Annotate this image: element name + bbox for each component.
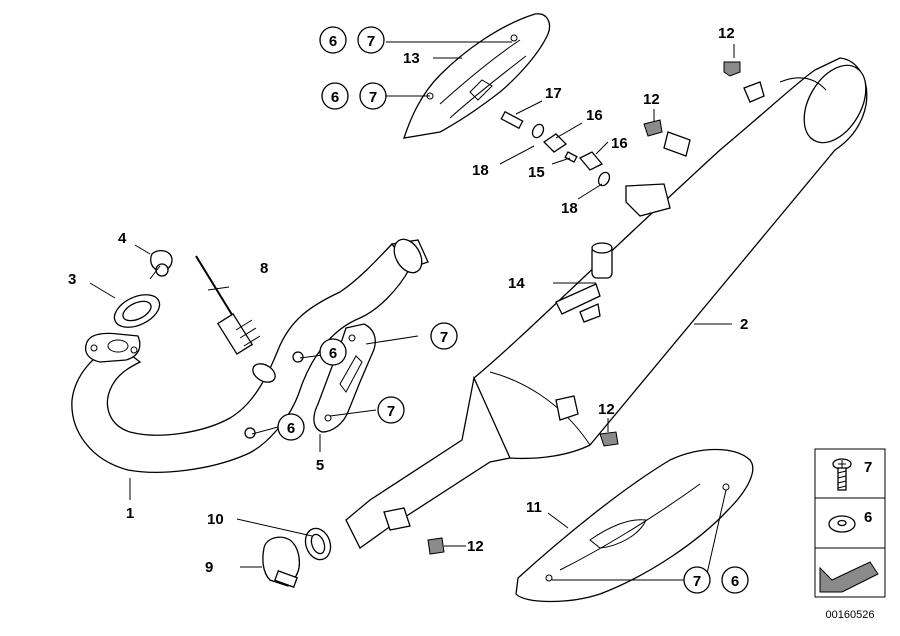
legend-screw-label: 7 — [864, 459, 872, 476]
callout-12a: 12 — [718, 25, 735, 42]
manifold-pipe — [71, 238, 429, 473]
gasket-and-nut — [113, 249, 173, 328]
callout-2: 2 — [740, 316, 748, 333]
callout-10: 10 — [207, 511, 224, 528]
callout-4: 4 — [118, 230, 127, 247]
svg-text:7: 7 — [693, 573, 701, 590]
svg-text:6: 6 — [287, 420, 295, 437]
circled-callout-7-bracket-bottom: 7 — [377, 396, 405, 424]
legend-washer-label: 6 — [864, 509, 872, 526]
svg-text:6: 6 — [329, 345, 337, 362]
lambda-sensor — [195, 255, 276, 383]
callout-17: 17 — [545, 85, 562, 102]
circled-callout-6-manifold: 6 — [277, 413, 305, 441]
callout-12c: 12 — [598, 401, 615, 418]
callout-15: 15 — [528, 164, 545, 181]
mounting-hardware — [500, 110, 611, 187]
callout-9: 9 — [205, 559, 213, 576]
svg-text:6: 6 — [329, 33, 337, 50]
bracket — [313, 323, 376, 433]
arrow-icon — [819, 561, 879, 593]
rubber-mount — [555, 242, 613, 323]
upper-heat-shield — [403, 13, 551, 139]
callout-12d: 12 — [467, 538, 484, 555]
callout-8: 8 — [260, 260, 268, 277]
clamp-and-seal — [262, 527, 332, 588]
leader-lines — [89, 41, 735, 581]
circled-callout-6-top: 6 — [319, 26, 347, 54]
callout-18a: 18 — [472, 162, 489, 179]
callout-13: 13 — [403, 50, 420, 67]
circled-callout-6-bracket: 6 — [319, 338, 347, 366]
callout-16a: 16 — [586, 107, 603, 124]
svg-text:7: 7 — [440, 329, 448, 346]
callout-1: 1 — [126, 505, 134, 522]
callout-18b: 18 — [561, 200, 578, 217]
callout-5: 5 — [316, 457, 324, 474]
lower-heat-shield — [515, 448, 754, 603]
svg-text:7: 7 — [367, 33, 375, 50]
callout-3: 3 — [68, 271, 76, 288]
svg-text:6: 6 — [331, 89, 339, 106]
svg-text:7: 7 — [387, 403, 395, 420]
document-number: 00160526 — [826, 609, 875, 621]
washer-icon — [828, 515, 856, 533]
rear-silencer — [345, 57, 868, 549]
callout-11: 11 — [526, 499, 542, 516]
circled-callout-6-mid: 6 — [321, 82, 349, 110]
svg-text:6: 6 — [731, 573, 739, 590]
screw-icon — [832, 458, 852, 491]
circled-callout-7-mid: 7 — [359, 82, 387, 110]
clips — [427, 61, 741, 555]
callout-16b: 16 — [611, 135, 628, 152]
circled-callout-7-shield: 7 — [683, 566, 711, 594]
legend-box: 7 6 — [814, 448, 886, 598]
svg-text:7: 7 — [369, 89, 377, 106]
circled-callout-6-shield: 6 — [721, 566, 749, 594]
callout-12b: 12 — [643, 91, 660, 108]
callout-14: 14 — [508, 275, 525, 292]
circled-callout-7-bracket-top: 7 — [430, 322, 458, 350]
circled-callout-7-top: 7 — [357, 26, 385, 54]
